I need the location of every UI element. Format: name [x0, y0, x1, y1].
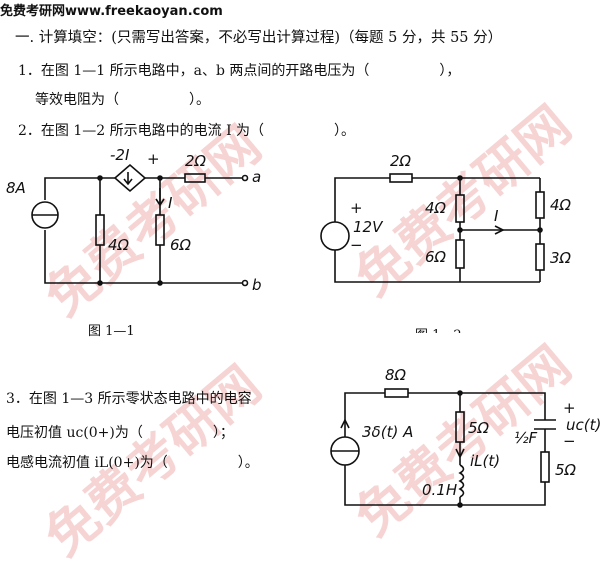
fig1-node-b: b — [252, 276, 262, 294]
resistor-icon — [389, 173, 413, 183]
fig2-r3: 4Ω — [550, 196, 572, 214]
resistor-icon — [455, 194, 465, 223]
q3-line1: 3．在图 1—3 所示零状态电路中的电容 — [6, 391, 252, 407]
fig3-il: iL(t) — [470, 452, 500, 470]
q3-line2: 电压初值 uc(0+)为（ ）； — [6, 425, 234, 441]
q1-line1: 1．在图 1—1 所示电路中，a、b 两点间的开路电压为（ ）， — [18, 63, 461, 79]
fig3-cap: ½F — [514, 429, 538, 447]
inductor-icon — [458, 464, 465, 498]
fig1-node-a: a — [252, 168, 261, 186]
capacitor-icon — [534, 419, 556, 430]
fig3-plus: + — [563, 399, 576, 417]
fig3-source-label: 3δ(t) A — [362, 423, 413, 441]
fig2-r4: 3Ω — [550, 249, 572, 267]
resistor-icon — [155, 214, 165, 246]
fig1-dep-label: -2I — [110, 146, 130, 164]
fig3-r-top: 8Ω — [385, 366, 407, 384]
fig1-r1: 4Ω — [108, 236, 130, 254]
fig1-circuit — [31, 163, 249, 287]
fig2-r1: 4Ω — [425, 199, 447, 217]
fig1-source-label: 8A — [6, 179, 26, 197]
fig2-circuit — [320, 173, 545, 283]
fig3-circuit — [330, 388, 556, 508]
fig2-r2: 6Ω — [425, 248, 447, 266]
q1-line2: 等效电阻为（ ）。 — [35, 92, 210, 108]
section-title: 一. 计算填空：(只需写出答案，不必写出计算过程)（每题 5 分，共 55 分） — [15, 30, 503, 46]
fig1-plus: + — [147, 150, 160, 168]
resistor-icon — [95, 214, 105, 246]
site-header: 免费考研网www.freekaoyan.com — [0, 4, 223, 19]
fig3-minus: − — [563, 432, 576, 450]
resistor-icon — [540, 451, 550, 483]
resistor-icon — [455, 239, 465, 269]
resistor-icon — [384, 388, 409, 398]
dependent-source-icon — [113, 163, 147, 193]
fig2-caption: 图 1—2 — [415, 324, 462, 333]
resistor-icon — [535, 243, 545, 271]
fig2-r-top: 2Ω — [390, 152, 412, 170]
fig2-minus: − — [350, 236, 363, 254]
resistor-icon — [184, 173, 206, 183]
fig2-current: I — [494, 207, 499, 225]
q2-line1: 2．在图 1—2 所示电路中的电流 I 为（ ）。 — [18, 123, 356, 139]
voltage-source-icon — [320, 221, 350, 251]
resistor-icon — [535, 191, 545, 219]
fig1-caption: 图 1—1 — [88, 324, 135, 339]
resistor-icon — [455, 411, 465, 443]
fig3-r2: 5Ω — [555, 461, 577, 479]
fig1-r2: 6Ω — [170, 236, 192, 254]
fig2-plus: + — [350, 199, 363, 217]
fig1-current: I — [168, 194, 173, 212]
q3-line3: 电感电流初值 iL(0+)为（ ）。 — [6, 455, 259, 471]
circuit-diagrams: 8A -2I + 2Ω 4Ω 6Ω I a b + 12V − 2Ω 4Ω 6Ω… — [6, 146, 601, 508]
fig3-r1: 5Ω — [468, 419, 490, 437]
fig3-ind: 0.1H — [422, 481, 457, 499]
fig1-r-top: 2Ω — [185, 152, 207, 170]
fig2-source-label: 12V — [353, 218, 384, 236]
fig3-uc: uc(t) — [566, 416, 601, 434]
